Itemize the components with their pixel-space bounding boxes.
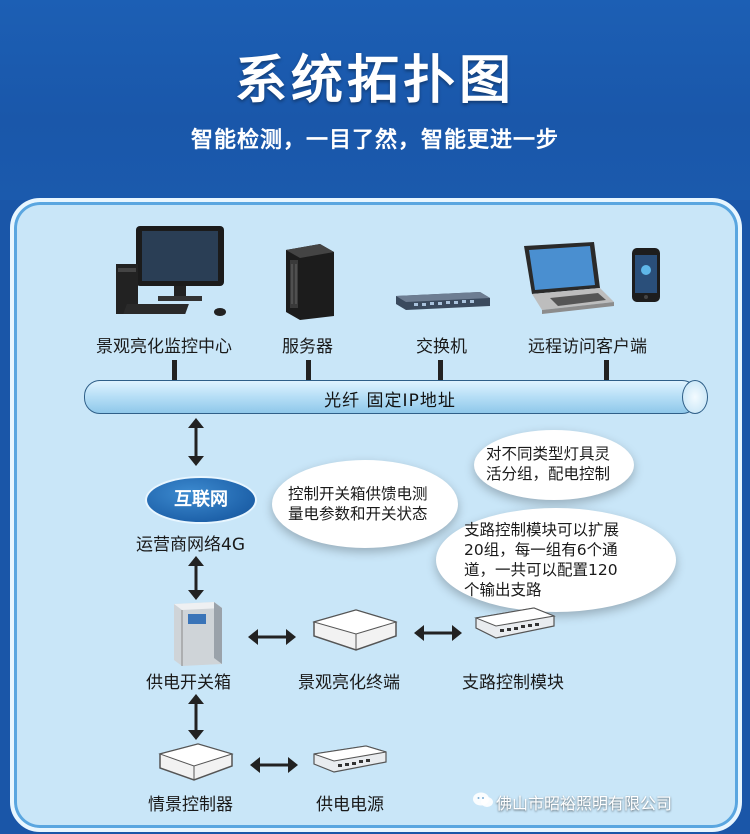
module-bubble-line-2: 20组，每一组有6个通 [464,541,618,559]
carrier-network-label: 运营商网络4G [136,535,245,555]
terminal-label: 景观亮化终端 [298,673,400,693]
monitor-center-icon [116,226,226,316]
control-box-bubble-line-1: 控制开关箱供馈电测 [288,485,428,503]
client-drop-line [604,360,609,382]
monitor-center-label: 景观亮化监控中心 [96,337,232,357]
double-arrow-icon [188,556,204,600]
module-bubble-line-4: 个输出支路 [464,581,542,599]
double-arrow-icon [188,694,204,740]
double-arrow-icon [250,757,298,773]
page-title: 系统拓扑图 [234,51,515,111]
grouping-bubble-line-2: 活分组，配电控制 [486,465,611,483]
server-drop-line [306,360,311,382]
remote-client-label: 远程访问客户端 [528,337,647,357]
terminal-icon [312,609,398,651]
internet-cloud: 互联网 [145,476,257,524]
double-arrow-icon [188,418,204,466]
module-bubble-line-1: 支路控制模块可以扩展 [464,521,620,539]
switch-label: 交换机 [416,337,467,357]
server-icon [286,244,334,320]
header-banner: 系统拓扑图 智能检测，一目了然，智能更进一步 [0,0,750,200]
fiber-backbone-cap [682,380,708,414]
double-arrow-icon [248,629,296,645]
page-subtitle: 智能检测，一目了然，智能更进一步 [190,128,559,153]
grouping-bubble [474,430,634,500]
power-supply-label: 供电电源 [316,795,384,815]
module-bubble [436,508,676,612]
control-box-bubble-line-2: 量电参数和开关状态 [288,505,428,523]
fiber-backbone [84,380,698,414]
branch-module-icon [474,607,556,639]
fiber-backbone-label: 光纤 固定IP地址 [324,391,456,411]
monitor-drop-line [172,360,177,382]
laptop-icon [524,242,614,314]
branch-module-label: 支路控制模块 [462,673,564,693]
double-arrow-icon [414,625,462,641]
module-bubble-line-3: 道，一共可以配置120 [464,561,618,579]
power-supply-icon [313,745,387,773]
control-box-bubble [272,460,458,548]
scene-controller-icon [158,743,234,781]
switch-drop-line [438,360,443,382]
grouping-bubble-line-1: 对不同类型灯具灵 [486,445,611,463]
power-switch-box-label: 供电开关箱 [146,673,231,693]
switch-icon [396,292,490,310]
server-label: 服务器 [282,337,333,357]
smartphone-icon [632,248,660,302]
wechat-icon [473,792,493,807]
scene-controller-label: 情景控制器 [148,795,233,815]
power-switch-box-icon [174,602,222,666]
watermark: 佛山市昭裕照明有限公司 [496,794,673,813]
